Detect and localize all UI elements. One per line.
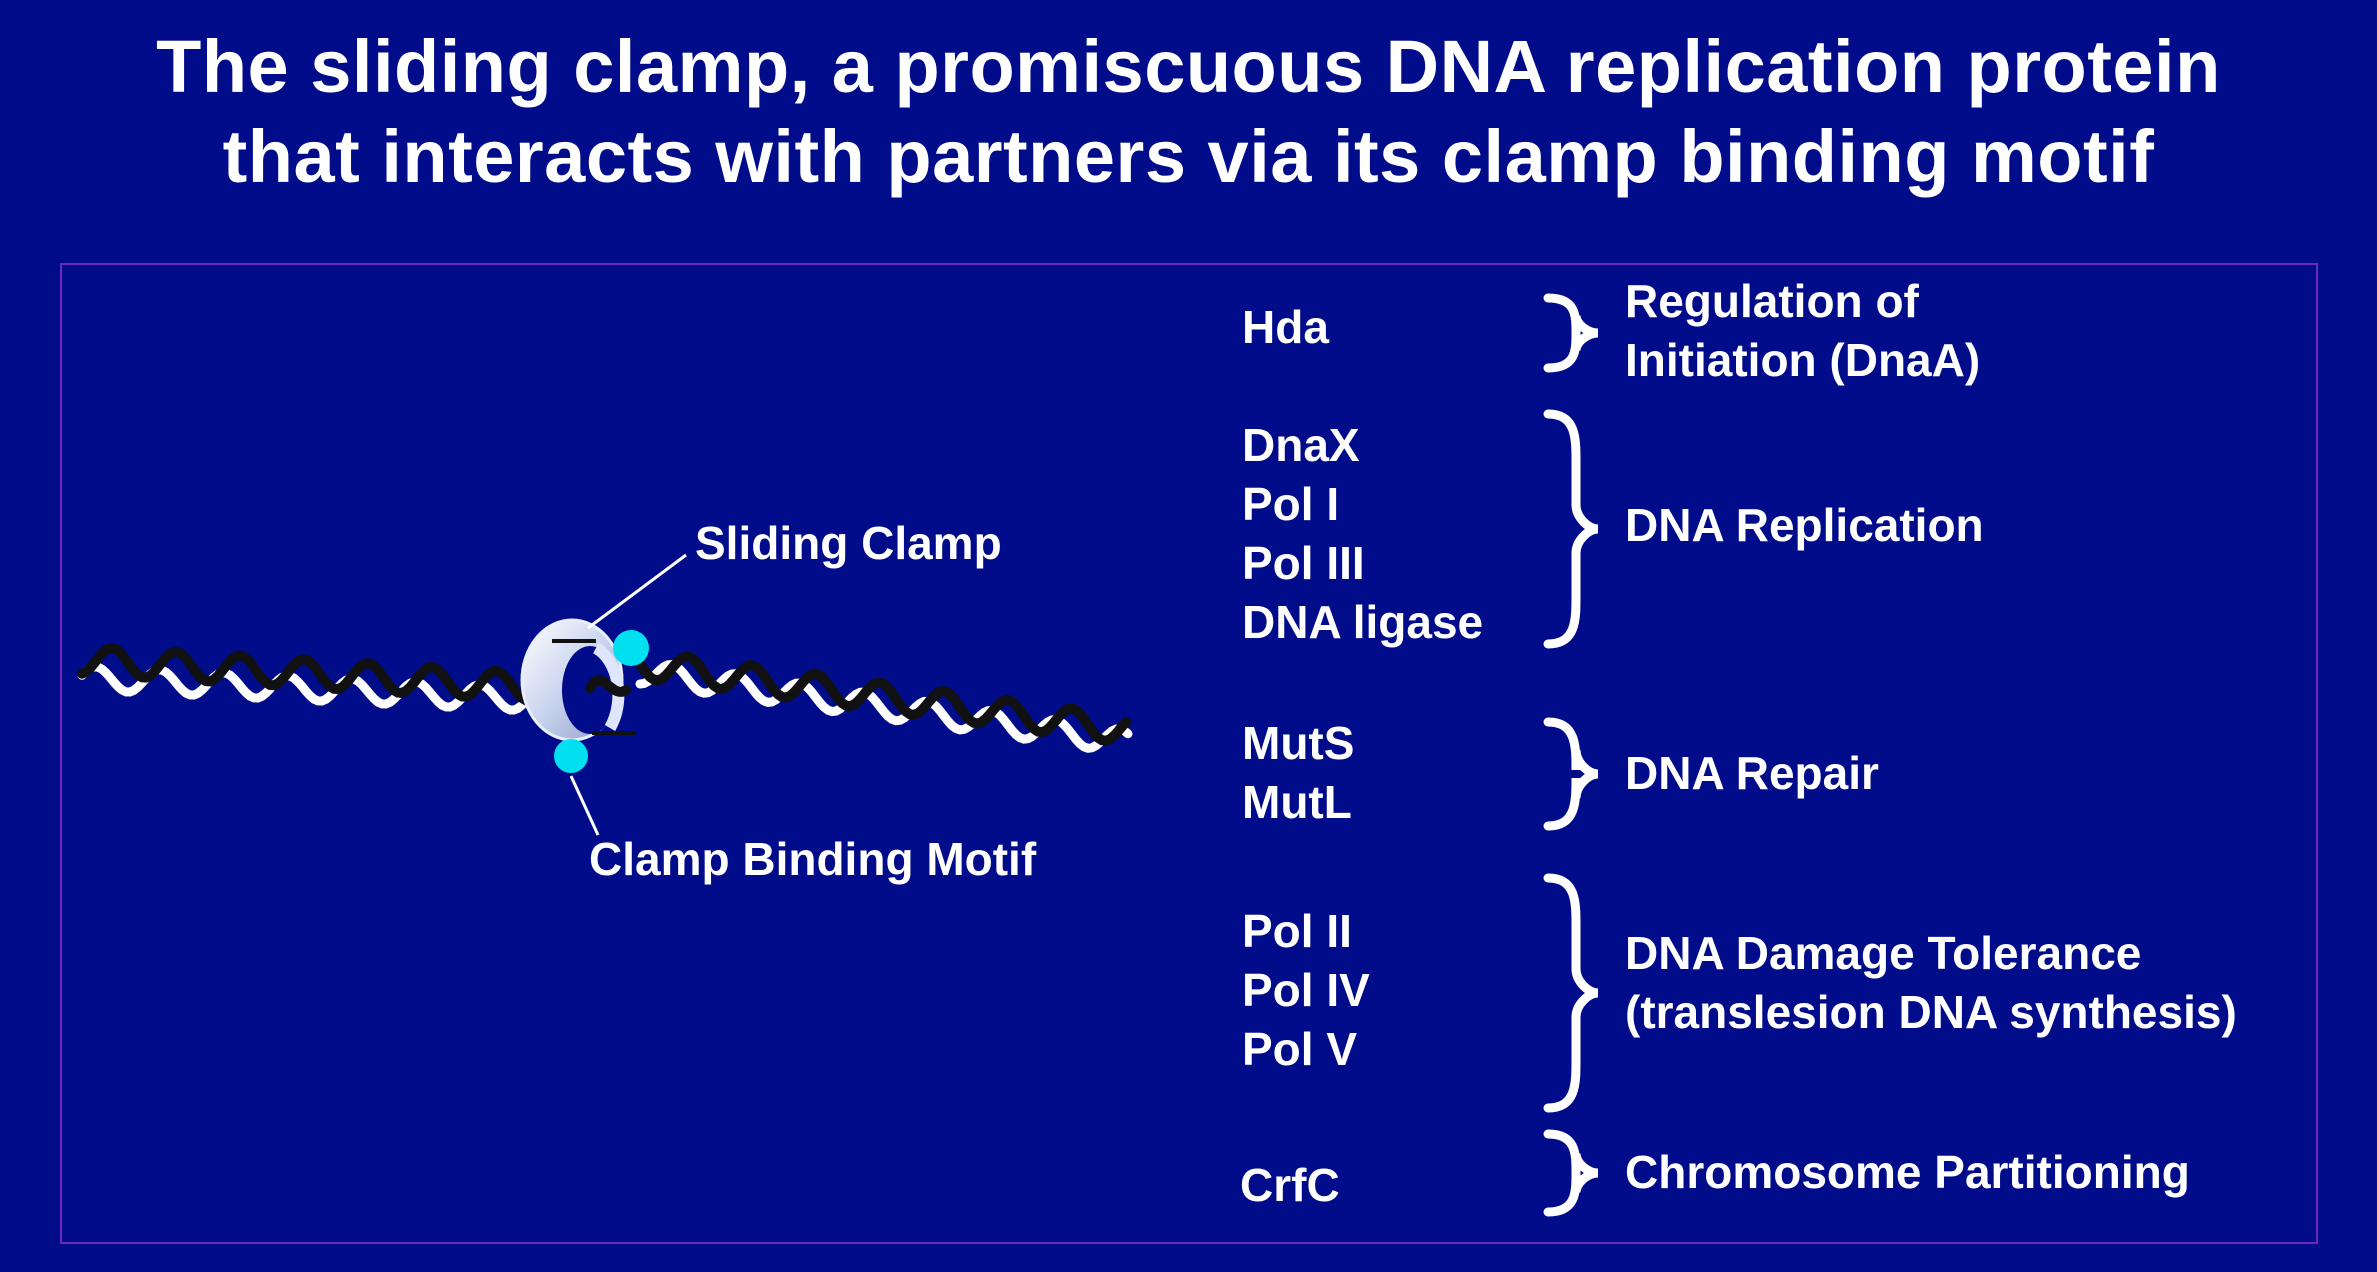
sliding-clamp-label: Sliding Clamp	[695, 517, 1002, 569]
clamp-binding-motif-label: Clamp Binding Motif	[589, 833, 1037, 885]
function-partitioning: Chromosome Partitioning	[1625, 1143, 2190, 1202]
function-line: (translesion DNA synthesis)	[1625, 986, 2237, 1038]
function-line: DNA Repair	[1625, 747, 1879, 799]
partner-name: Pol II	[1242, 905, 1352, 957]
clamp-binding-motif-top	[613, 630, 649, 666]
partner-name: DNA ligase	[1242, 596, 1484, 648]
function-repair: DNA Repair	[1625, 744, 1879, 803]
function-line: Initiation (DnaA)	[1625, 334, 1981, 386]
brace-1	[1543, 293, 1599, 373]
title-line-1: The sliding clamp, a promiscuous DNA rep…	[156, 25, 2221, 108]
binding-motif-leader	[569, 775, 600, 836]
sliding-clamp-ring	[520, 618, 636, 742]
partner-name: MutL	[1242, 776, 1352, 828]
title-line-2: that interacts with partners via its cla…	[222, 115, 2155, 198]
brace-5	[1543, 1129, 1599, 1217]
partner-name: DnaX	[1242, 419, 1360, 471]
partner-name: MutS	[1242, 717, 1355, 769]
partner-name: CrfC	[1240, 1159, 1340, 1211]
function-line: DNA Damage Tolerance	[1625, 927, 2142, 979]
function-regulation: Regulation of Initiation (DnaA)	[1625, 272, 1980, 390]
partners-replication: DnaX Pol I Pol III DNA ligase	[1242, 416, 1483, 652]
function-damage-tolerance: DNA Damage Tolerance (translesion DNA sy…	[1625, 924, 2237, 1042]
function-replication: DNA Replication	[1625, 496, 1984, 555]
partner-name: Pol III	[1242, 537, 1365, 589]
braces-group	[1543, 293, 1599, 1217]
partners-damage-tolerance: Pol II Pol IV Pol V	[1242, 902, 1370, 1079]
partner-name: Pol IV	[1242, 964, 1370, 1016]
dna-strand-dark	[77, 642, 1131, 746]
sliding-clamp-leader	[587, 553, 687, 630]
partners-repair: MutS MutL	[1242, 714, 1354, 832]
partner-name: Hda	[1242, 301, 1329, 353]
function-line: Regulation of	[1625, 275, 1919, 327]
partners-partitioning: CrfC	[1240, 1156, 1340, 1215]
brace-3	[1543, 717, 1599, 831]
partner-name: Pol V	[1242, 1023, 1358, 1075]
partners-regulation: Hda	[1242, 298, 1329, 357]
brace-2	[1543, 409, 1599, 649]
partner-name: Pol I	[1242, 478, 1340, 530]
content-frame	[60, 263, 2318, 1244]
slide-title: The sliding clamp, a promiscuous DNA rep…	[0, 22, 2377, 202]
function-line: Chromosome Partitioning	[1625, 1146, 2190, 1198]
clamp-binding-motif-bottom	[554, 739, 588, 773]
function-line: DNA Replication	[1625, 499, 1984, 551]
brace-4	[1543, 873, 1599, 1113]
